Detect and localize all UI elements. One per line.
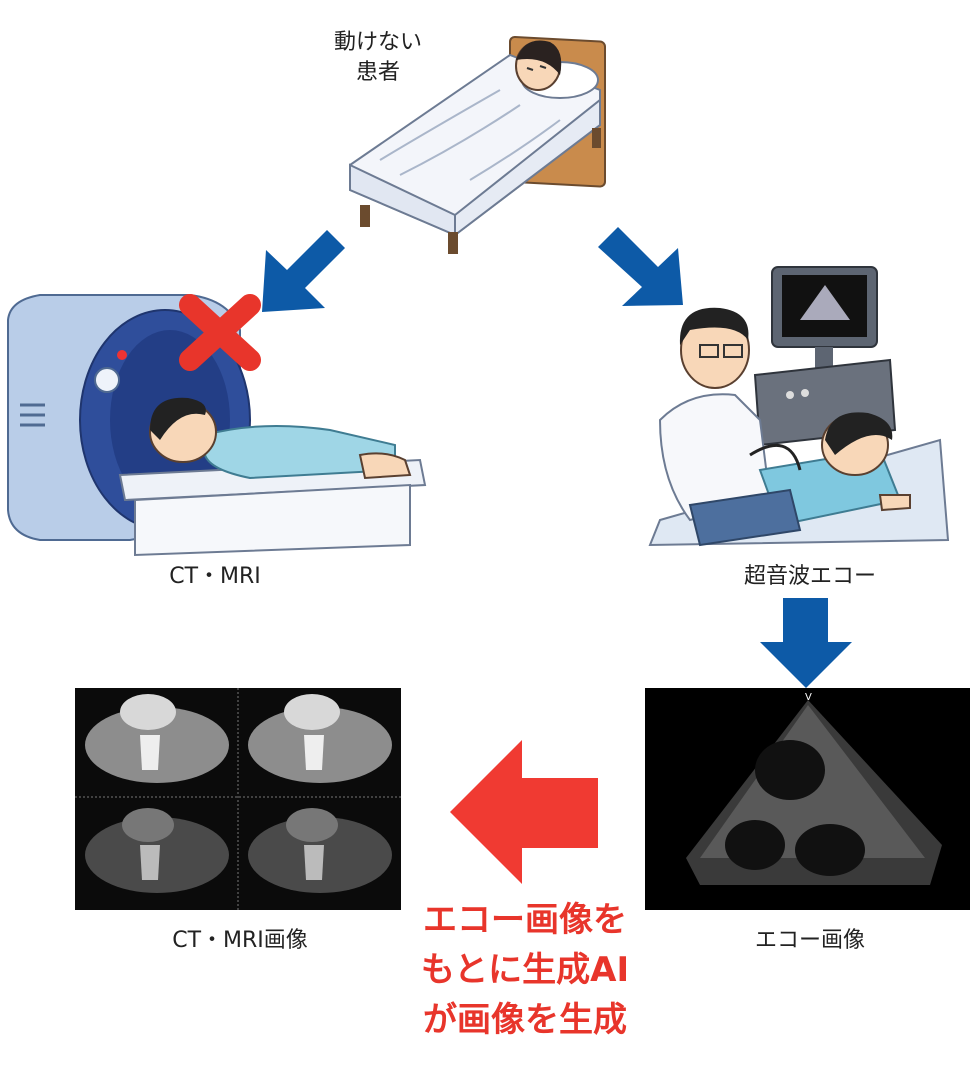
ultrasound-label: 超音波エコー bbox=[743, 564, 876, 589]
svg-text:V: V bbox=[805, 692, 812, 703]
callout-line-2: もとに生成AI bbox=[420, 950, 630, 990]
echo-image-label: エコー画像 bbox=[754, 928, 865, 953]
callout-line-3: が画像を生成 bbox=[423, 1000, 627, 1040]
ct-mri-image-label: CT・MRI画像 bbox=[172, 928, 308, 953]
ct-mri-label: CT・MRI bbox=[169, 564, 261, 589]
patient-label: 動けない 患者 bbox=[333, 30, 422, 85]
callout-line-1: エコー画像を bbox=[423, 900, 627, 940]
